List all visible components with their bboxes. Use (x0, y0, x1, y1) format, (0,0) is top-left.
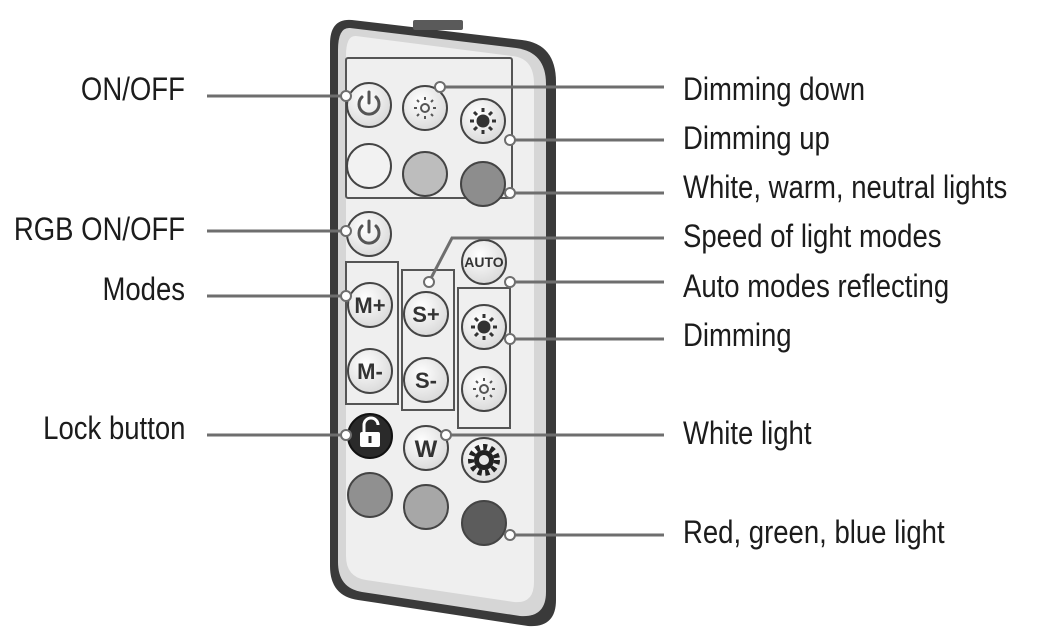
blue-light-button[interactable] (461, 500, 507, 546)
leader-lines (207, 81, 664, 541)
label-white-warm-neutral: White, warm, neutral lights (683, 169, 1008, 205)
label-dimming-up: Dimming up (683, 120, 830, 156)
white-w-button[interactable]: W (403, 425, 449, 471)
auto-button[interactable]: AUTO (461, 239, 507, 285)
neutral-light-button[interactable] (460, 161, 506, 207)
label-speed-of-light-modes: Speed of light modes (683, 218, 942, 254)
sun-large-icon (470, 108, 496, 134)
label-dimming-down: Dimming down (683, 71, 865, 107)
speed-minus-label: S- (415, 368, 437, 393)
rgb-on-off-button[interactable] (346, 211, 392, 257)
speed-plus-button[interactable]: S+ (403, 291, 449, 337)
speed-plus-label: S+ (412, 302, 440, 327)
dimming-up-button[interactable] (460, 98, 506, 144)
power-icon (357, 219, 381, 245)
sun-small-icon (473, 378, 495, 400)
label-dimming: Dimming (683, 317, 792, 353)
label-lock-button: Lock button (42, 410, 185, 446)
label-modes: Modes (102, 271, 185, 307)
on-off-button[interactable] (346, 82, 392, 128)
rgb-dimming-down-button[interactable] (461, 366, 507, 412)
sun-large-icon (471, 314, 497, 340)
auto-button-label: AUTO (464, 254, 504, 270)
label-rgb-on-off: RGB ON/OFF (13, 211, 185, 247)
mode-plus-label: M+ (354, 293, 385, 318)
label-auto-modes-reflecting: Auto modes reflecting (683, 268, 950, 304)
speed-minus-button[interactable]: S- (403, 357, 449, 403)
label-red-green-blue-light: Red, green, blue light (683, 514, 945, 550)
unlock-icon (360, 416, 380, 447)
warm-light-button[interactable] (402, 151, 448, 197)
power-icon (357, 90, 381, 116)
red-light-button[interactable] (347, 472, 393, 518)
gear-icon (468, 444, 500, 476)
dimming-down-button[interactable] (402, 85, 448, 131)
label-white-light: White light (683, 415, 812, 451)
sun-small-icon (414, 97, 436, 119)
mode-minus-button[interactable]: M- (347, 348, 393, 394)
mode-plus-button[interactable]: M+ (347, 282, 393, 328)
white-w-label: W (415, 436, 438, 463)
settings-button[interactable] (461, 437, 507, 483)
mode-minus-label: M- (357, 359, 383, 384)
white-light-button[interactable] (346, 143, 392, 189)
label-on-off: ON/OFF (81, 71, 185, 107)
lock-button[interactable] (347, 413, 393, 459)
rgb-dimming-up-button[interactable] (461, 304, 507, 350)
green-light-button[interactable] (403, 484, 449, 530)
